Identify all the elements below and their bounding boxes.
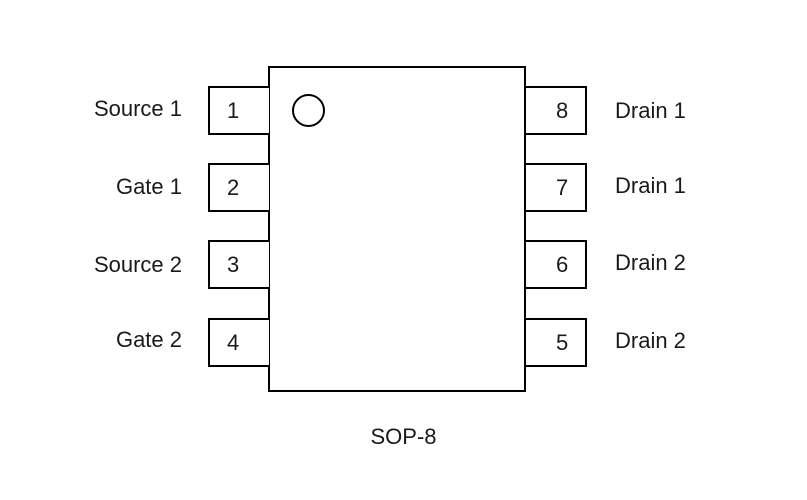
pin-6: 6 [526, 240, 587, 289]
pin-number: 6 [556, 252, 569, 277]
pin-number: 5 [556, 330, 569, 355]
pin-8-label: Drain 1 [615, 98, 686, 123]
package-caption: SOP-8 [370, 424, 437, 449]
pin-2-label: Gate 1 [115, 174, 182, 199]
pin-4: 4 [208, 318, 269, 367]
pin-7-label: Drain 1 [615, 173, 686, 198]
pin-number: 7 [556, 175, 569, 200]
pin-2: 2 [208, 163, 269, 212]
pin-number: 8 [556, 98, 569, 123]
pin-1-label: Source 1 [93, 96, 182, 121]
pin-number: 2 [227, 175, 240, 200]
pin-4-label: Gate 2 [115, 327, 182, 352]
pin-1: 1 [208, 86, 269, 135]
pin-7: 7 [526, 163, 587, 212]
pin-8: 8 [526, 86, 587, 135]
pin1-indicator-icon [292, 94, 325, 127]
pin-number: 4 [227, 330, 240, 355]
pin-number: 3 [227, 252, 240, 277]
pin-6-label: Drain 2 [615, 250, 686, 275]
pin-3-label: Source 2 [93, 252, 182, 277]
pin-3: 3 [208, 240, 269, 289]
pin-number: 1 [227, 98, 240, 123]
pin-5: 5 [526, 318, 587, 367]
pin-5-label: Drain 2 [615, 328, 686, 353]
